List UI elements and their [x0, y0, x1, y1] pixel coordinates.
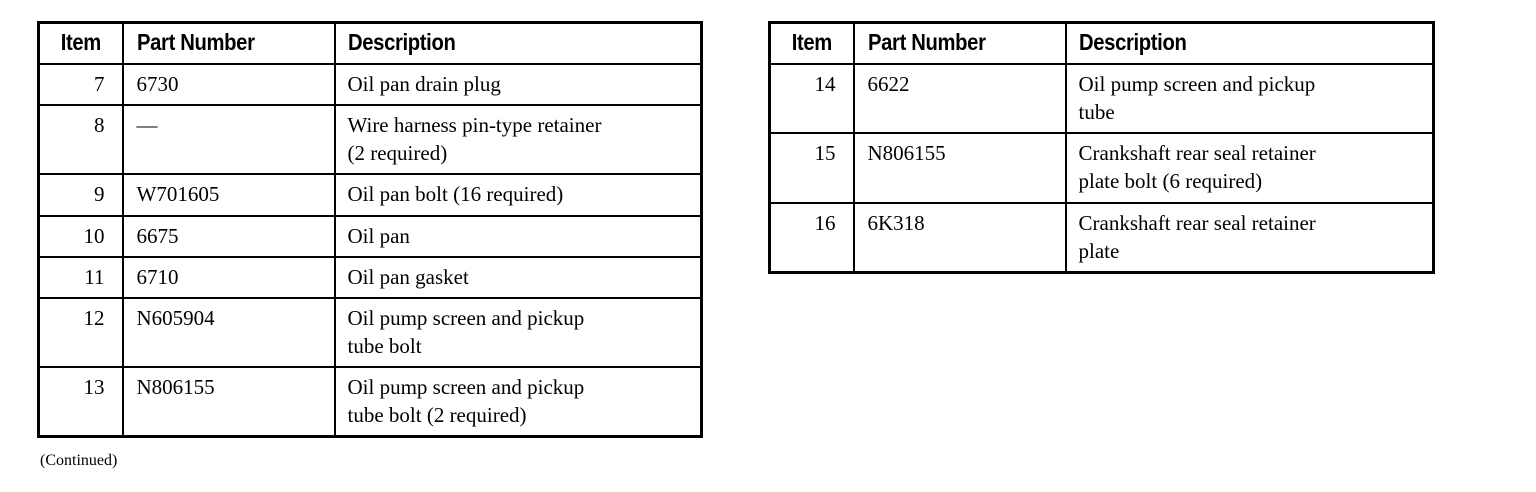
- description-line: Wire harness pin-type retainer: [347, 113, 602, 138]
- description-line: tube: [1078, 100, 1115, 125]
- cell-part-number: —: [121, 104, 335, 175]
- cell-item: 16: [769, 201, 854, 273]
- description-line: tube bolt (2 required): [347, 403, 527, 428]
- table-row: 9 W701605 Oil pan bolt (16 required): [38, 173, 702, 216]
- cell-description: Oil pump screen and pickup tube: [1064, 62, 1434, 134]
- column-header-part-number: Part Number: [121, 22, 335, 64]
- description-line: Crankshaft rear seal retainer: [1078, 141, 1316, 166]
- cell-description: Oil pump screen and pickup tube bolt: [333, 296, 702, 367]
- cell-part-number: 6622: [852, 62, 1066, 134]
- cell-item: 7: [38, 62, 123, 106]
- table-row: 13 N806155 Oil pump screen and pickup tu…: [38, 366, 702, 437]
- cell-item: 15: [769, 132, 854, 203]
- column-header-description: Description: [333, 22, 702, 64]
- cell-description: Crankshaft rear seal retainer plate bolt…: [1064, 132, 1434, 203]
- cell-part-number: N605904: [121, 296, 335, 367]
- cell-item: 10: [38, 214, 123, 257]
- description-line: plate bolt (6 required): [1078, 169, 1263, 194]
- description-line: Oil pan bolt (16 required): [347, 182, 564, 207]
- description-line: tube bolt: [347, 333, 422, 358]
- table-row: 16 6K318 Crankshaft rear seal retainer p…: [769, 201, 1434, 273]
- cell-part-number: 6675: [121, 214, 335, 257]
- parts-table-left: Item Part Number Description 7 6730 Oil …: [37, 21, 703, 439]
- cell-part-number: N806155: [852, 132, 1066, 203]
- description-line: Oil pump screen and pickup: [347, 305, 585, 330]
- table-header-row: Item Part Number Description: [769, 22, 1434, 64]
- cell-item: 13: [38, 366, 123, 437]
- table-row: 10 6675 Oil pan: [38, 214, 702, 257]
- column-header-part-number: Part Number: [852, 22, 1066, 64]
- table-header-row: Item Part Number Description: [38, 22, 702, 64]
- cell-item: 9: [38, 173, 123, 216]
- description-line: Oil pan: [347, 223, 410, 248]
- continued-note: (Continued): [40, 452, 118, 469]
- description-line: Oil pump screen and pickup: [347, 375, 585, 399]
- description-line: Crankshaft rear seal retainer: [1078, 210, 1316, 235]
- cell-description: Wire harness pin-type retainer (2 requir…: [333, 104, 702, 175]
- cell-description: Oil pan gasket: [333, 255, 702, 298]
- cell-item: 12: [38, 296, 123, 367]
- table-row: 14 6622 Oil pump screen and pickup tube: [769, 62, 1434, 134]
- table-row: 7 6730 Oil pan drain plug: [38, 62, 702, 106]
- cell-part-number: 6K318: [852, 201, 1066, 273]
- cell-part-number: 6710: [121, 255, 335, 298]
- table-row: 15 N806155 Crankshaft rear seal retainer…: [769, 132, 1434, 203]
- cell-part-number: W701605: [121, 173, 335, 216]
- table-row: 12 N605904 Oil pump screen and pickup tu…: [38, 296, 702, 367]
- table-row: 8 — Wire harness pin-type retainer (2 re…: [38, 104, 702, 175]
- table-row: 11 6710 Oil pan gasket: [38, 255, 702, 298]
- cell-item: 11: [38, 255, 123, 298]
- cell-part-number: 6730: [121, 62, 335, 106]
- description-line: plate: [1078, 238, 1120, 263]
- description-line: Oil pump screen and pickup: [1078, 72, 1316, 96]
- description-line: Oil pan gasket: [347, 264, 469, 289]
- cell-description: Oil pan: [333, 214, 702, 257]
- cell-item: 14: [769, 62, 854, 134]
- column-header-item: Item: [769, 22, 854, 64]
- cell-description: Crankshaft rear seal retainer plate: [1064, 201, 1434, 273]
- column-header-description: Description: [1064, 22, 1434, 64]
- description-line: (2 required): [347, 141, 448, 166]
- column-header-item: Item: [38, 22, 123, 64]
- cell-description: Oil pan bolt (16 required): [333, 173, 702, 216]
- parts-table-right: Item Part Number Description 14 6622 Oil…: [768, 21, 1435, 274]
- description-line: Oil pan drain plug: [347, 72, 501, 96]
- cell-description: Oil pan drain plug: [333, 62, 702, 106]
- cell-description: Oil pump screen and pickup tube bolt (2 …: [333, 366, 702, 437]
- cell-item: 8: [38, 104, 123, 175]
- cell-part-number: N806155: [121, 366, 335, 437]
